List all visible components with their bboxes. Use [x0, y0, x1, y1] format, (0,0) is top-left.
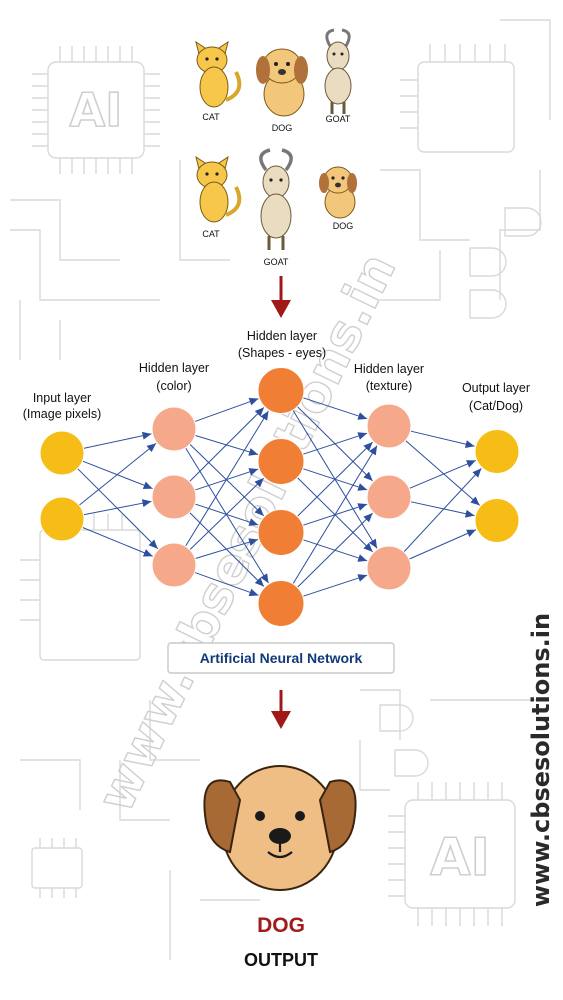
- hidden1-node-1: [151, 406, 197, 452]
- dog-icon: [256, 48, 308, 117]
- hidden1-node-2: [151, 474, 197, 520]
- output-node-2: [474, 498, 520, 543]
- connection-hidden3-0-to-output-0: [410, 430, 475, 449]
- arrow-down-icon: [271, 276, 291, 318]
- input-node-1: [39, 430, 85, 476]
- output-layer-subtitle: (Cat/Dog): [469, 399, 523, 413]
- animal-label-cat-2: CAT: [202, 229, 220, 239]
- chip-bottom-left: [31, 847, 83, 889]
- gate-3: [504, 207, 542, 237]
- traces-bottom: [20, 689, 540, 960]
- connection-hidden2-0-to-hidden3-0: [302, 397, 368, 420]
- input-layer-title: Input layer: [33, 391, 91, 405]
- animal-label-goat-1: GOAT: [326, 114, 351, 124]
- network-title: Artificial Neural Network: [200, 650, 363, 666]
- goat-icon: [259, 148, 293, 250]
- connection-hidden1-1-to-hidden2-0: [189, 407, 265, 482]
- hidden3-node-2: [366, 474, 412, 520]
- chip-bottom-right-pins-left: [388, 815, 405, 897]
- hidden-layer-1-subtitle: (color): [156, 379, 191, 393]
- input-node-2: [39, 496, 85, 542]
- connection-hidden3-1-to-output-1: [410, 501, 475, 518]
- connection-hidden3-2-to-output-0: [403, 468, 482, 553]
- arrow-down-icon: [271, 690, 291, 729]
- output-node-1: [474, 429, 520, 474]
- connection-hidden2-1-to-hidden3-0: [302, 432, 368, 455]
- connection-input-0-to-hidden1-0: [83, 431, 152, 449]
- traces-left: [10, 160, 230, 360]
- connection-hidden1-0-to-hidden2-0: [194, 397, 259, 423]
- hidden-layer-1-title: Hidden layer: [139, 361, 209, 375]
- chip-bottom-right-pins-top: [417, 782, 503, 800]
- hidden-layer-2-subtitle: (Shapes - eyes): [238, 346, 326, 360]
- connection-hidden3-0-to-output-1: [405, 440, 481, 506]
- hidden-layer-3-subtitle: (texture): [366, 379, 413, 393]
- connection-input-1-to-hidden1-2: [82, 526, 153, 557]
- output-layer-title: Output layer: [462, 381, 530, 395]
- chip-top-left-pins: [32, 46, 160, 174]
- connection-hidden2-3-to-hidden3-0: [292, 445, 378, 585]
- animal-examples: CAT DOG GOAT CAT: [195, 28, 357, 267]
- animal-label-dog-2: DOG: [333, 221, 354, 231]
- hidden-layer-3-title: Hidden layer: [354, 362, 424, 376]
- gate-1: [469, 247, 507, 277]
- gate-5: [394, 749, 429, 777]
- hidden3-node-1: [366, 403, 412, 449]
- connection-hidden1-0-to-hidden2-3: [185, 447, 269, 584]
- chip-bottom-right-pins-bottom: [417, 908, 503, 926]
- chip-top-right-side-pins: [400, 79, 418, 129]
- output-caption: OUTPUT: [244, 950, 318, 970]
- connection-input-1-to-hidden1-0: [78, 443, 157, 506]
- connection-input-1-to-hidden1-1: [83, 499, 152, 516]
- dog-face-icon: [203, 765, 357, 891]
- goat-icon: [324, 28, 352, 114]
- connection-hidden2-3-to-hidden3-1: [297, 512, 373, 588]
- animal-label-goat-2: GOAT: [264, 257, 289, 267]
- hidden1-node-3: [151, 542, 197, 588]
- hidden-layer-2-title: Hidden layer: [247, 329, 317, 343]
- hidden2-node-1: [257, 367, 305, 414]
- hidden2-node-2: [257, 438, 305, 485]
- connection-hidden1-2-to-hidden2-1: [189, 477, 265, 551]
- chip-top-right-pins: [429, 44, 506, 62]
- input-layer-subtitle: (Image pixels): [23, 407, 102, 421]
- connection-hidden2-2-to-hidden3-0: [297, 441, 373, 517]
- chip-middle-left-side-pins: [20, 559, 40, 621]
- connection-hidden3-1-to-output-0: [409, 459, 476, 489]
- connection-hidden3-2-to-output-1: [408, 529, 477, 560]
- chip-top-right: [417, 61, 515, 153]
- connection-hidden1-0-to-hidden2-2: [189, 443, 265, 517]
- connection-hidden1-1-to-hidden2-3: [189, 512, 265, 587]
- hidden2-node-4: [257, 580, 305, 627]
- traces-right: [380, 19, 551, 301]
- animal-label-cat-1: CAT: [202, 112, 220, 122]
- network-nodes: [39, 367, 520, 627]
- network-connections: [77, 397, 482, 597]
- connection-input-0-to-hidden1-2: [77, 468, 159, 550]
- dog-icon: [319, 166, 357, 219]
- chip-bottom-left-pins: [39, 838, 77, 898]
- chip-ai-text-top: AI: [70, 83, 123, 137]
- chip-ai-text-bottom: AI: [430, 828, 490, 888]
- animal-label-dog-1: DOG: [272, 123, 293, 133]
- connection-hidden1-2-to-hidden2-0: [185, 410, 269, 547]
- gate-4: [379, 704, 414, 732]
- cat-icon: [195, 155, 242, 223]
- gate-2: [469, 289, 507, 319]
- cat-icon: [195, 40, 242, 108]
- connection-hidden2-3-to-hidden3-2: [302, 574, 368, 597]
- connection-hidden1-2-to-hidden2-2: [194, 538, 259, 560]
- network-title-box: Artificial Neural Network: [167, 642, 395, 674]
- layer-labels: Input layer (Image pixels) Hidden layer …: [23, 329, 530, 421]
- watermark-vertical: www.cbsesolutions.in: [527, 613, 555, 907]
- connection-hidden1-2-to-hidden2-3: [194, 571, 259, 597]
- hidden3-node-3: [366, 545, 412, 591]
- output-label: DOG: [257, 914, 305, 937]
- chip-middle-left: [39, 529, 141, 661]
- hidden2-node-3: [257, 509, 305, 556]
